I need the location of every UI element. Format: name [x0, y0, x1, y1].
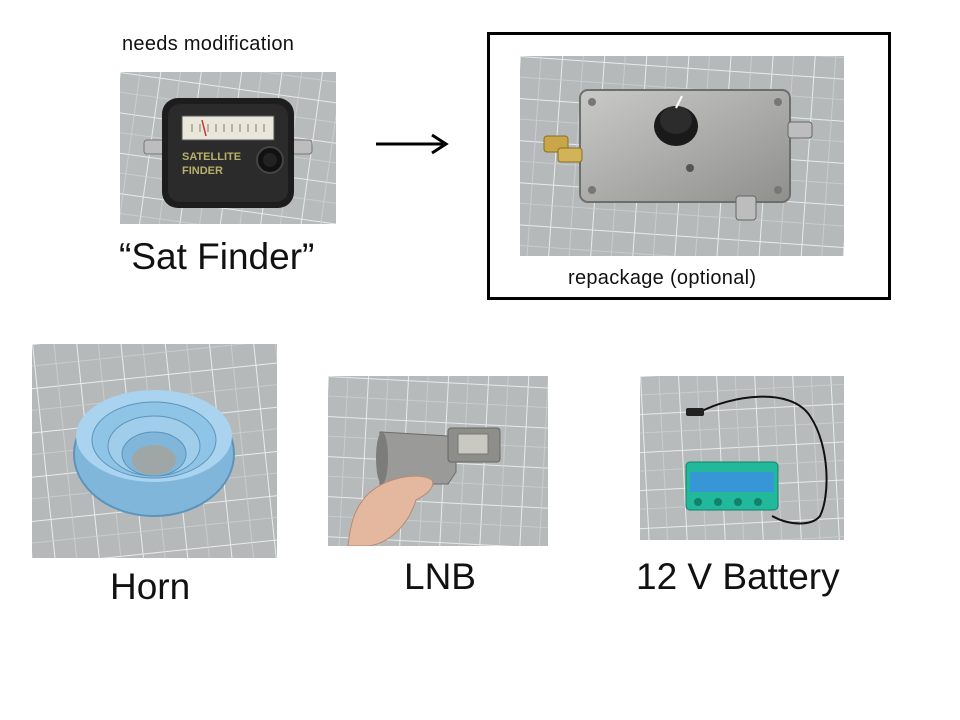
arrow-right-icon	[374, 132, 450, 156]
sat-finder-label: “Sat Finder”	[119, 236, 315, 277]
repackage-frame	[487, 32, 891, 300]
battery-label: 12 V Battery	[636, 556, 840, 597]
needs-modification-caption: needs modification	[122, 33, 295, 55]
horn-photo	[32, 344, 277, 558]
lnb-photo	[328, 376, 548, 546]
device-text-satellite: SATELLITE	[182, 151, 241, 163]
sat-finder-photo: SATELLITE FINDER	[120, 72, 336, 224]
enclosure-photo	[520, 56, 844, 256]
device-text-finder: FINDER	[182, 165, 223, 177]
horn-label: Horn	[110, 566, 191, 607]
lnb-label: LNB	[404, 556, 476, 597]
repackage-caption: repackage (optional)	[568, 267, 757, 289]
battery-photo	[640, 376, 844, 540]
